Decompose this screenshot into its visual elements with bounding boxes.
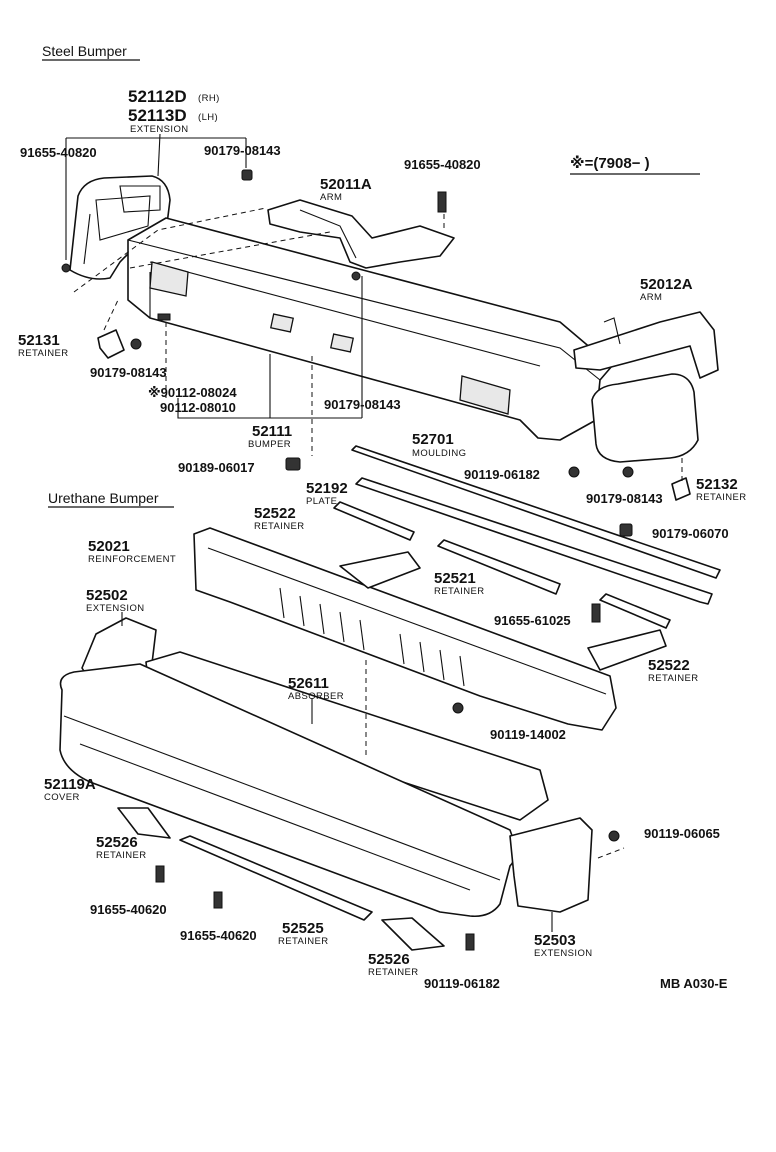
label-90179-08143-c: 90179-08143	[324, 397, 401, 412]
arm-52012a-drawing	[573, 311, 719, 379]
label-extension-top: EXTENSION	[130, 124, 189, 135]
reinforcement-ribs	[279, 587, 465, 687]
steel-bumper-group	[61, 133, 719, 537]
label-52119a: 52119A	[44, 776, 96, 793]
retainer-52522b-drawing	[599, 593, 671, 629]
retainer-52526a-drawing	[117, 807, 171, 839]
label-52521: 52521	[434, 570, 476, 587]
label-52132-name: RETAINER	[696, 492, 747, 503]
label-52502: 52502	[86, 587, 128, 604]
label-52111-name: BUMPER	[248, 439, 291, 450]
label-52112d-side: (RH)	[198, 93, 220, 104]
label-91655-61025: 91655-61025	[494, 613, 571, 628]
label-91655-40620-b: 91655-40620	[180, 928, 257, 943]
steel-leader-lines	[65, 133, 683, 482]
label-52502-name: EXTENSION	[86, 603, 145, 614]
label-90179-08143-b: 90179-08143	[90, 365, 167, 380]
diagram-code: MB A030-E	[660, 976, 728, 991]
section-title-steel: Steel Bumper	[42, 43, 127, 59]
label-52503-name: EXTENSION	[534, 948, 593, 959]
label-52526-b-name: RETAINER	[368, 967, 419, 978]
label-52132: 52132	[696, 476, 738, 493]
label-52525-name: RETAINER	[278, 936, 329, 947]
arm-52011a-drawing	[267, 199, 455, 269]
label-52012a-name: ARM	[640, 292, 662, 303]
urethane-hardware	[155, 603, 620, 951]
extension-52503-drawing	[509, 817, 593, 913]
label-52192: 52192	[306, 480, 348, 497]
label-91655-40820-a: 91655-40820	[20, 145, 97, 160]
bumper-52111-drawing	[127, 217, 613, 441]
retainer-52131-drawing	[97, 329, 125, 359]
label-52522-b-name: RETAINER	[648, 673, 699, 684]
label-52012a: 52012A	[640, 276, 693, 293]
retainer-52525-drawing	[179, 835, 373, 921]
moulding-plate-group	[333, 445, 721, 629]
label-90112-08010: 90112-08010	[160, 400, 236, 415]
section-title-urethane: Urethane Bumper	[48, 490, 159, 506]
label-52131-name: RETAINER	[18, 348, 69, 359]
label-52522-b: 52522	[648, 657, 690, 674]
label-52521-name: RETAINER	[434, 586, 485, 597]
label-52021: 52021	[88, 538, 130, 555]
retainer-52526b-drawing	[381, 917, 445, 951]
label-52522-a: 52522	[254, 505, 296, 522]
legend-note: ※=(7908− )	[570, 154, 650, 172]
urethane-bumper-group	[59, 527, 667, 951]
label-90119-06182-a: 90119-06182	[464, 467, 540, 482]
label-52611: 52611	[288, 675, 329, 692]
label-52526-a: 52526	[96, 834, 138, 851]
label-90119-06182-b: 90119-06182	[424, 976, 500, 991]
label-90179-06070: 90179-06070	[652, 526, 729, 541]
label-52701: 52701	[412, 431, 454, 448]
label-90112-08024: ※90112-08024	[148, 385, 237, 400]
label-52112d: 52112D	[128, 87, 187, 106]
label-52113d: 52113D	[128, 106, 187, 125]
cover-52119a-drawing	[59, 663, 516, 918]
label-91655-40820-b: 91655-40820	[404, 157, 481, 172]
label-52525: 52525	[282, 920, 324, 937]
urethane-leader-lines	[121, 612, 625, 932]
label-52011a: 52011A	[320, 176, 372, 193]
label-52192-name: PLATE	[306, 496, 337, 507]
label-52021-name: REINFORCEMENT	[88, 554, 176, 565]
label-52522-a-name: RETAINER	[254, 521, 305, 532]
label-52701-name: MOULDING	[412, 448, 466, 459]
extension-right-drawing	[591, 373, 699, 463]
label-90179-08143-d: 90179-08143	[586, 491, 663, 506]
moulding-52701-drawing	[351, 445, 721, 579]
reinforcement-52021-drawing	[193, 527, 667, 731]
extension-52112d-drawing	[69, 175, 171, 280]
label-52111: 52111	[252, 423, 292, 440]
retainer-52132-drawing	[671, 477, 691, 501]
steel-hardware	[61, 169, 634, 537]
retainer-52521-drawing	[437, 539, 561, 595]
label-90179-08143-a: 90179-08143	[204, 143, 281, 158]
label-52011a-name: ARM	[320, 192, 342, 203]
label-52113d-side: (LH)	[198, 112, 218, 123]
label-52611-name: ABSORBER	[288, 691, 344, 702]
label-91655-40620-a: 91655-40620	[90, 902, 167, 917]
labels: Steel Bumper Urethane Bumper ※=(7908− ) …	[18, 43, 747, 991]
label-52503: 52503	[534, 932, 576, 949]
plate-52192-drawing	[355, 477, 713, 605]
label-90189-06017: 90189-06017	[178, 460, 255, 475]
label-52119a-name: COVER	[44, 792, 80, 803]
label-90119-14002: 90119-14002	[490, 727, 566, 742]
retainer-52522a-drawing	[333, 501, 415, 541]
label-52526-a-name: RETAINER	[96, 850, 147, 861]
label-52526-b: 52526	[368, 951, 410, 968]
label-52131: 52131	[18, 332, 60, 349]
label-90119-06065: 90119-06065	[644, 826, 720, 841]
